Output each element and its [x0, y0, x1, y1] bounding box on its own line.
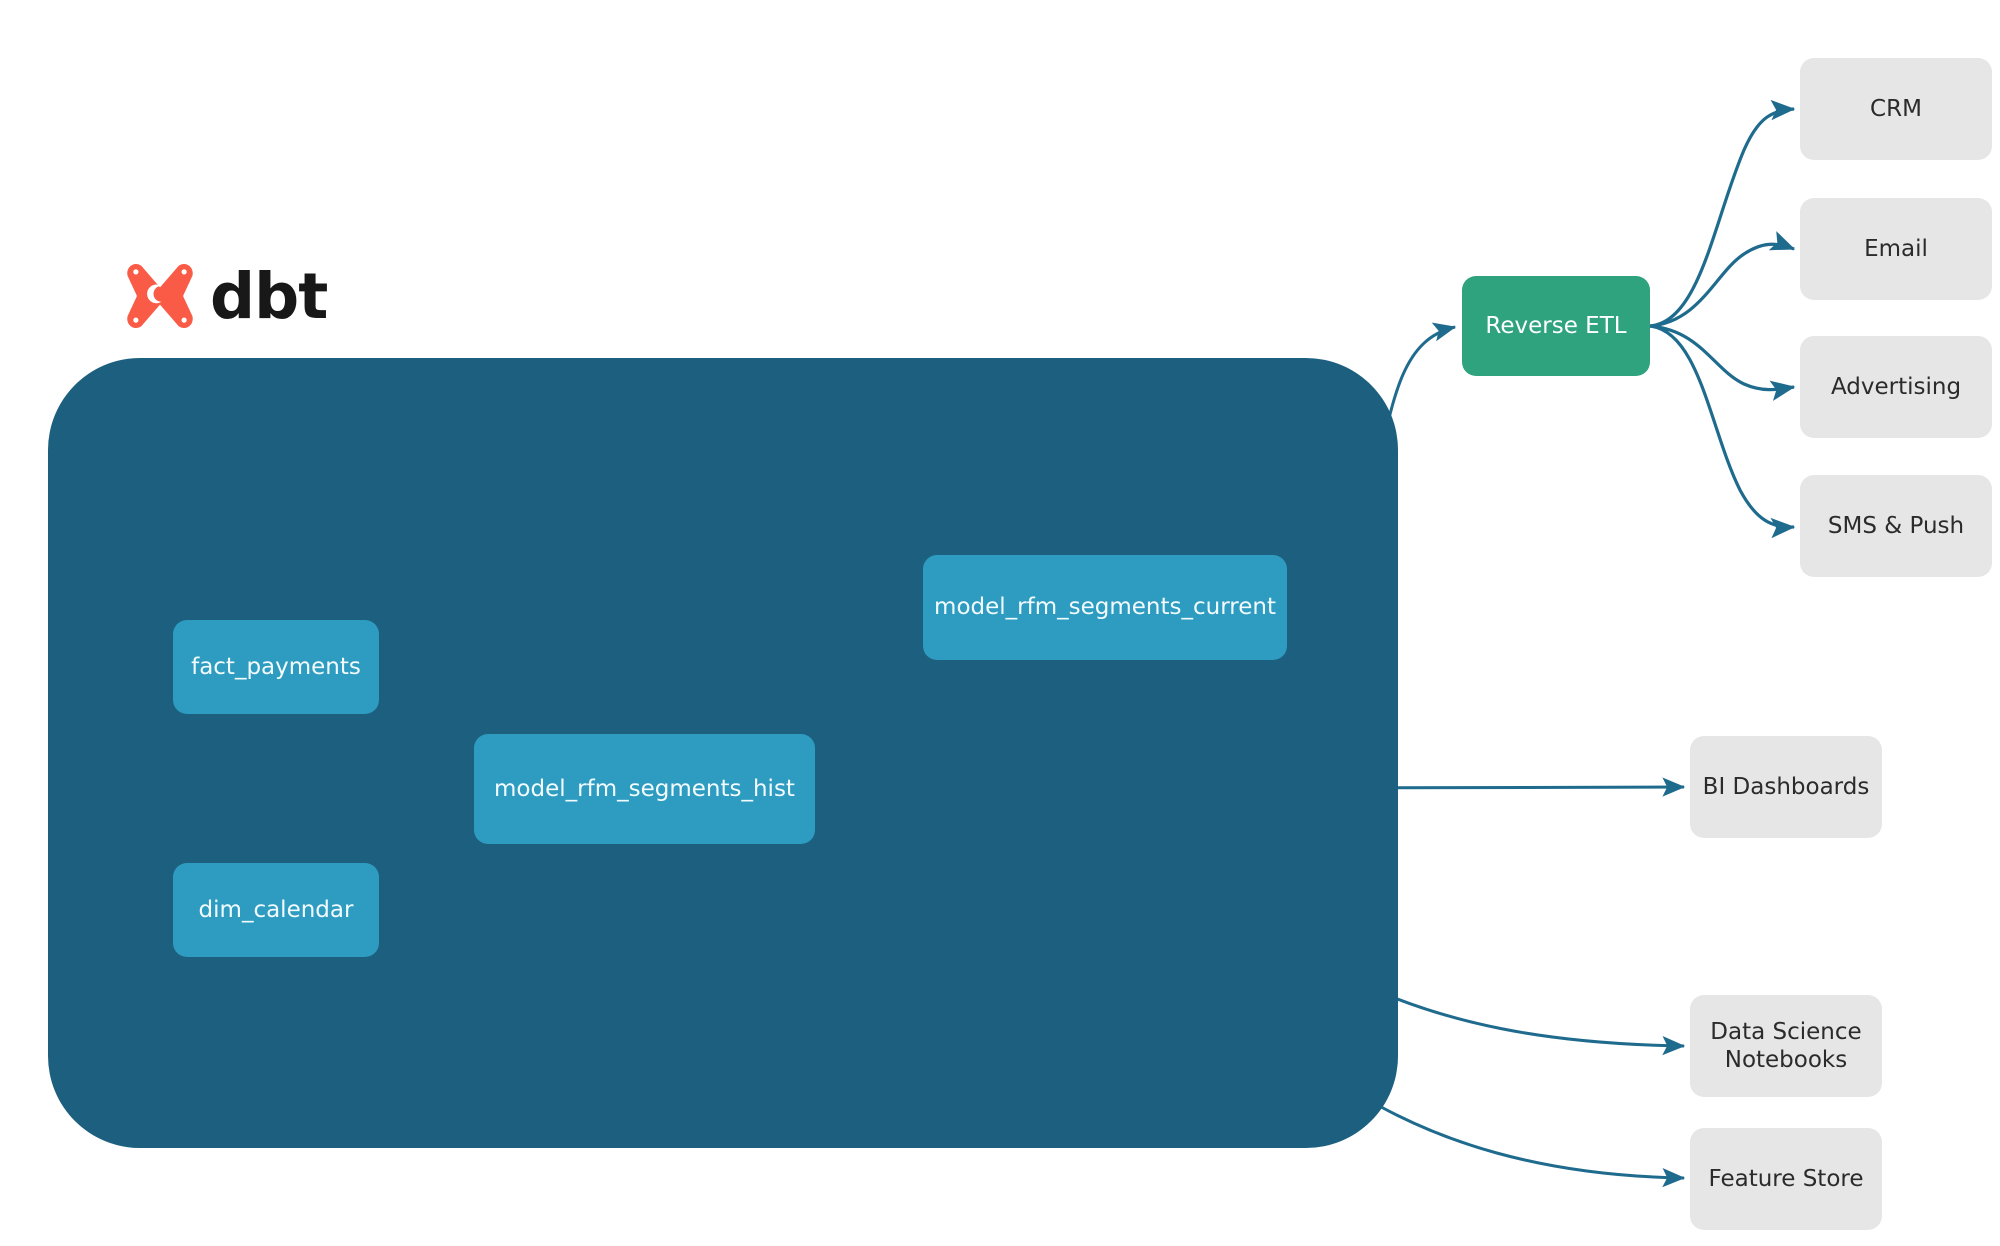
- node-crm[interactable]: CRM: [1800, 58, 1992, 160]
- edge-reverse-etl-to-email: [1649, 231, 1796, 328]
- node-label: model_rfm_segments_hist: [494, 775, 795, 802]
- dbt-logo: dbt: [124, 256, 344, 336]
- node-label-line-2: Notebooks: [1724, 1047, 1848, 1073]
- edge-reverse-etl-to-crm: [1649, 99, 1796, 328]
- node-label: Data Science Notebooks: [1710, 1018, 1861, 1074]
- node-reverse-etl[interactable]: Reverse ETL: [1462, 276, 1650, 376]
- node-fact-payments[interactable]: fact_payments: [173, 620, 379, 714]
- node-label: CRM: [1870, 95, 1922, 122]
- node-label: dim_calendar: [198, 896, 354, 923]
- node-feature-store[interactable]: Feature Store: [1690, 1128, 1882, 1230]
- edge-reverse-etl-to-sms-push: [1649, 324, 1796, 539]
- node-label-line-1: Data Science: [1710, 1018, 1862, 1045]
- dbt-wordmark: dbt: [210, 259, 328, 333]
- node-label: Advertising: [1830, 373, 1962, 400]
- node-label: fact_payments: [191, 653, 361, 680]
- node-label: Email: [1864, 235, 1928, 262]
- node-bi-dashboards[interactable]: BI Dashboards: [1690, 736, 1882, 838]
- node-advertising[interactable]: Advertising: [1800, 336, 1992, 438]
- node-label: Reverse ETL: [1485, 312, 1627, 339]
- node-data-science-notebooks[interactable]: Data Science Notebooks: [1690, 995, 1882, 1097]
- node-label: model_rfm_segments_current: [934, 594, 1276, 621]
- node-label: BI Dashboards: [1702, 773, 1870, 800]
- node-model-rfm-segments-hist[interactable]: model_rfm_segments_hist: [474, 734, 815, 844]
- node-label: Feature Store: [1708, 1165, 1864, 1192]
- node-sms-push[interactable]: SMS & Push: [1800, 475, 1992, 577]
- edge-reverse-etl-to-advertising: [1649, 324, 1796, 401]
- dbt-logo-icon: [127, 263, 193, 329]
- node-model-rfm-segments-current[interactable]: model_rfm_segments_current: [923, 555, 1287, 660]
- node-label: SMS & Push: [1827, 512, 1965, 539]
- node-dim-calendar[interactable]: dim_calendar: [173, 863, 379, 957]
- node-email[interactable]: Email: [1800, 198, 1992, 300]
